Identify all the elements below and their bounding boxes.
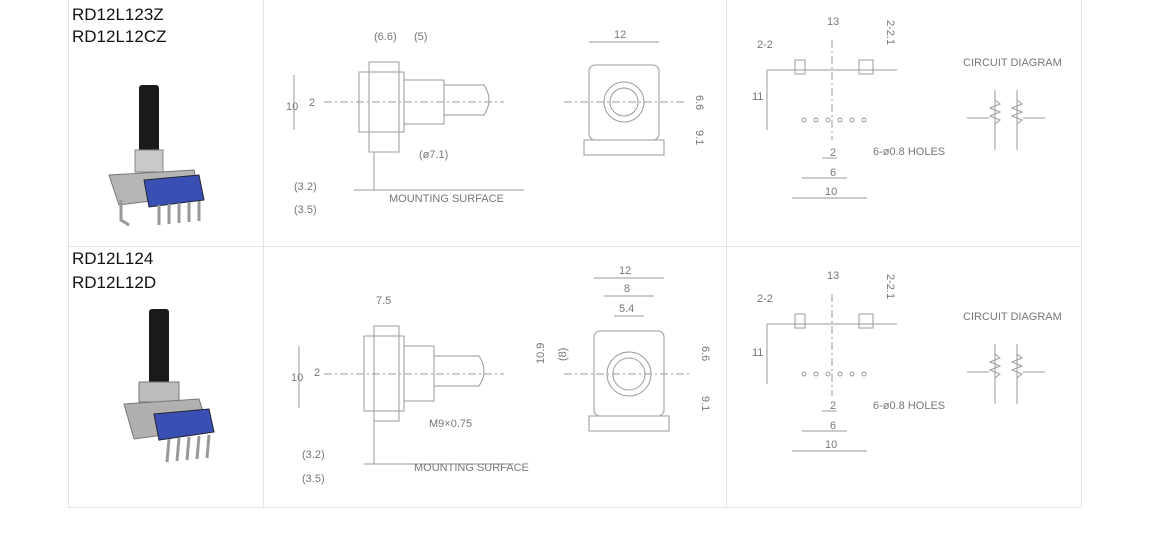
dim-label: 12 xyxy=(614,29,626,41)
dim-label: 10 xyxy=(291,372,303,384)
pcb-and-circuit-drawings: 13 2-2 2-2.1 11 2 6 10 6-ø0.8 HOLES CIRC… xyxy=(752,16,1062,199)
mounting-surface-label: MOUNTING SURFACE xyxy=(414,462,529,474)
dim-label: M9×0.75 xyxy=(429,418,472,430)
holes-label: 6-ø0.8 HOLES xyxy=(873,146,945,158)
dim-label: 6 xyxy=(830,420,836,432)
holes-label: 6-ø0.8 HOLES xyxy=(873,400,945,412)
front-view-drawing xyxy=(564,277,689,432)
dim-label: 2-2 xyxy=(757,39,773,51)
dim-label: (5) xyxy=(414,31,427,43)
circuit-title: CIRCUIT DIAGRAM xyxy=(963,311,1062,323)
side-view-drawing xyxy=(298,325,514,465)
circuit-diagram-drawing xyxy=(967,344,1045,404)
drawing-cell-1: (6.6) (5) 10 2 (ø7.1) (3.2) (3.5) MOUNTI… xyxy=(264,0,727,246)
product-row-1: RD12L123Z RD12L12CZ xyxy=(69,0,1081,247)
dim-label: 2 xyxy=(830,147,836,159)
dim-label: (8) xyxy=(557,348,569,361)
dim-label: 2-2.1 xyxy=(884,274,896,299)
dim-label: 6.6 xyxy=(693,95,705,110)
dim-label: 6 xyxy=(830,167,836,179)
dim-label: (3.2) xyxy=(294,181,317,193)
dim-label: 6.6 xyxy=(699,346,711,361)
product-row-2: RD12L124 RD12L12D xyxy=(69,246,1081,507)
dim-label: 8 xyxy=(624,283,630,295)
dim-label: 10 xyxy=(825,186,837,198)
dim-label: 2-2 xyxy=(757,293,773,305)
dim-label: 10.9 xyxy=(535,343,547,364)
dimension-drawings: (6.6) (5) 10 2 (ø7.1) (3.2) (3.5) MOUNTI… xyxy=(286,29,705,216)
dim-label: (ø7.1) xyxy=(419,149,448,161)
model-cell-1: RD12L123Z RD12L12CZ xyxy=(69,0,264,246)
model-name: RD12L12D xyxy=(72,273,157,292)
dim-label: 12 xyxy=(619,265,631,277)
dim-label: 2 xyxy=(830,400,836,412)
side-view-drawing xyxy=(293,61,524,191)
pcb-and-circuit-drawings: 13 2-2 2-2.1 11 2 6 10 6-ø0.8 HOLES CIRC… xyxy=(752,270,1062,452)
dim-label: 2 xyxy=(309,97,315,109)
dim-label: 13 xyxy=(827,16,839,28)
dim-label: 9.1 xyxy=(693,130,705,145)
dim-label: 2 xyxy=(314,367,320,379)
dim-label: (6.6) xyxy=(374,31,397,43)
potentiometer-photo xyxy=(123,309,215,463)
dim-label: 9.1 xyxy=(699,396,711,411)
pcb-cell-1: 13 2-2 2-2.1 11 2 6 10 6-ø0.8 HOLES CIRC… xyxy=(727,0,1083,246)
dim-label: 10 xyxy=(286,101,298,113)
front-view-drawing xyxy=(564,41,684,156)
drawing-cell-2: 7.5 10 2 M9×0.75 (3.2) (3.5) MOUNTING SU… xyxy=(264,246,727,507)
circuit-diagram-drawing xyxy=(967,90,1045,150)
potentiometer-photo xyxy=(108,85,205,227)
model-name: RD12L124 xyxy=(72,249,154,268)
dim-label: (3.2) xyxy=(302,449,325,461)
mounting-surface-label: MOUNTING SURFACE xyxy=(389,193,504,205)
dim-label: 10 xyxy=(825,439,837,451)
product-drawing-grid: RD12L123Z RD12L12CZ xyxy=(68,0,1082,508)
dim-label: 2-2.1 xyxy=(884,20,896,45)
dim-label: 13 xyxy=(827,270,839,282)
pcb-cell-2: 13 2-2 2-2.1 11 2 6 10 6-ø0.8 HOLES CIRC… xyxy=(727,246,1083,507)
model-name: RD12L12CZ xyxy=(72,27,167,46)
dim-label: (3.5) xyxy=(302,473,325,485)
model-cell-2: RD12L124 RD12L12D xyxy=(69,246,264,507)
circuit-title: CIRCUIT DIAGRAM xyxy=(963,57,1062,69)
pcb-layout-drawing xyxy=(766,40,897,199)
dim-label: 5.4 xyxy=(619,303,634,315)
pcb-layout-drawing xyxy=(766,294,897,452)
dimension-drawings: 7.5 10 2 M9×0.75 (3.2) (3.5) MOUNTING SU… xyxy=(291,265,711,485)
dim-label: 7.5 xyxy=(376,295,391,307)
dim-label: 11 xyxy=(752,347,763,359)
dim-label: 11 xyxy=(752,91,763,103)
model-name: RD12L123Z xyxy=(72,5,164,24)
dim-label: (3.5) xyxy=(294,204,317,216)
